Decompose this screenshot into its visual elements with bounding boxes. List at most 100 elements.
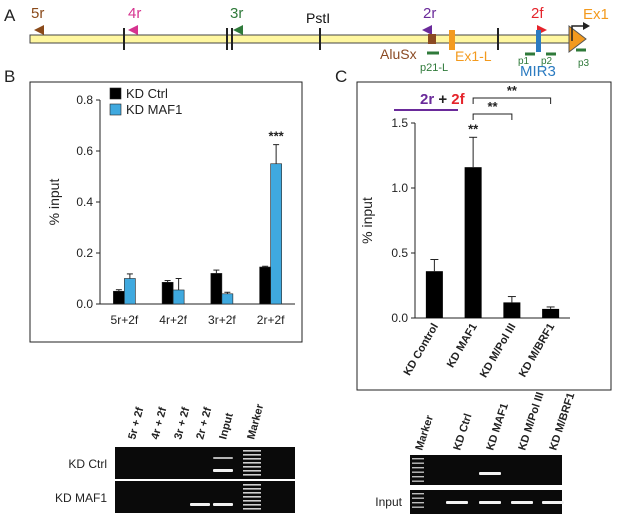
y-tick-label: 0.2 bbox=[76, 246, 93, 260]
mir3-label: MIR3 bbox=[520, 63, 556, 80]
marker-ladder-band bbox=[243, 504, 261, 506]
tss-arrowhead bbox=[583, 22, 590, 30]
primer-2r-arrow bbox=[422, 25, 432, 35]
panel-c-frame bbox=[356, 81, 612, 391]
marker-ladder-band bbox=[412, 502, 424, 504]
legend-swatch bbox=[109, 103, 122, 116]
gel-band bbox=[213, 503, 233, 506]
probe-p2-label: p2 bbox=[541, 56, 553, 67]
gel-b-lane-label: Marker bbox=[245, 402, 266, 441]
marker-ladder-band bbox=[243, 462, 261, 464]
x-tick-label: KD M/Pol III bbox=[478, 322, 519, 380]
gel-b-panel bbox=[115, 481, 295, 513]
marker-ladder-band bbox=[243, 484, 261, 486]
y-tick-label: 0.6 bbox=[76, 144, 93, 158]
y-tick-label: 1.0 bbox=[391, 181, 408, 195]
primer-3r-label: 3r bbox=[230, 5, 243, 22]
genomic-track bbox=[29, 34, 577, 44]
primer-2r-label: 2r bbox=[423, 5, 436, 22]
panel-b-frame bbox=[29, 81, 303, 343]
bar bbox=[464, 167, 482, 318]
gel-band bbox=[213, 457, 233, 459]
significance-label: ** bbox=[487, 99, 498, 114]
significance-label: ** bbox=[468, 121, 479, 136]
marker-ladder-band bbox=[243, 458, 261, 460]
legend-swatch bbox=[109, 87, 122, 100]
gel-band bbox=[479, 472, 501, 475]
gel-b-lane-label: 4r + 2f bbox=[149, 406, 169, 441]
chart-c-title-part: 2f bbox=[451, 91, 465, 108]
panel-label-b: B bbox=[4, 67, 15, 86]
ex1-arrow bbox=[568, 24, 587, 54]
marker-ladder-band bbox=[243, 466, 261, 468]
bar bbox=[124, 278, 136, 305]
gel-c-row-label: Input bbox=[375, 495, 402, 509]
primer-2f-label: 2f bbox=[531, 5, 544, 22]
x-tick-label: KD MAF1 bbox=[445, 322, 480, 370]
y-tick-label: 0.5 bbox=[391, 246, 408, 260]
x-tick-label: 3r+2f bbox=[208, 313, 236, 327]
marker-ladder-band bbox=[243, 508, 261, 510]
marker-ladder-band bbox=[243, 492, 261, 494]
gel-c-lane-label: KD MAF1 bbox=[484, 402, 511, 452]
bar bbox=[161, 282, 174, 305]
gel-band bbox=[511, 501, 533, 504]
marker-ladder-band bbox=[412, 458, 424, 460]
mir3-element bbox=[536, 30, 541, 52]
y-tick-label: 0.0 bbox=[76, 297, 93, 311]
marker-ladder-band bbox=[243, 454, 261, 456]
ex1l-label: Ex1-L bbox=[455, 48, 492, 64]
alusx-element bbox=[428, 34, 436, 44]
significance-bracket bbox=[472, 113, 513, 120]
gel-c-lane-label: Marker bbox=[413, 413, 436, 452]
marker-ladder-band bbox=[412, 506, 424, 508]
significance-label: *** bbox=[269, 129, 285, 144]
y-tick-label: 1.5 bbox=[391, 116, 408, 130]
ex1-label: Ex1 bbox=[583, 6, 609, 23]
pstI-label: PstI bbox=[306, 10, 330, 26]
y-axis-label: % input bbox=[359, 197, 375, 244]
marker-ladder-band bbox=[243, 450, 261, 452]
gel-b-row-label: KD MAF1 bbox=[55, 491, 107, 505]
gel-b-lane-label: 3r + 2f bbox=[172, 406, 192, 441]
probe-p3-label: p3 bbox=[578, 58, 590, 69]
bar bbox=[503, 302, 521, 318]
bar bbox=[210, 273, 223, 305]
y-axis-label: % input bbox=[46, 179, 62, 226]
x-tick-label: KD Control bbox=[402, 322, 441, 378]
panel-label-a: A bbox=[4, 6, 16, 25]
gel-c-lane-label: KD Ctrl bbox=[451, 412, 474, 452]
gel-band bbox=[542, 501, 564, 504]
marker-ladder-band bbox=[412, 480, 424, 482]
chart-c-title: 2r + 2f bbox=[420, 91, 466, 108]
marker-ladder-band bbox=[243, 470, 261, 472]
x-tick-label: 5r+2f bbox=[111, 313, 139, 327]
bar bbox=[425, 271, 443, 318]
gel-b-lane-label: 2r + 2f bbox=[194, 406, 214, 441]
probe-p21l-label: p21-L bbox=[420, 62, 448, 74]
legend-label: KD MAF1 bbox=[126, 102, 182, 117]
gel-b-lane-label: 5r + 2f bbox=[126, 406, 146, 441]
y-tick-label: 0.4 bbox=[76, 195, 93, 209]
x-tick-label: 4r+2f bbox=[159, 313, 187, 327]
marker-ladder-band bbox=[243, 488, 261, 490]
primer-3r-arrow bbox=[233, 25, 243, 35]
marker-ladder-band bbox=[412, 462, 424, 464]
bar bbox=[172, 289, 185, 305]
gel-band bbox=[213, 469, 233, 472]
marker-ladder-band bbox=[243, 496, 261, 498]
legend-label: KD Ctrl bbox=[126, 86, 168, 101]
gel-c-lane-label: KD M/BRF1 bbox=[547, 391, 577, 452]
marker-ladder-band bbox=[412, 497, 424, 499]
gel-c-panel bbox=[410, 455, 562, 485]
gel-b-row-label: KD Ctrl bbox=[68, 457, 107, 471]
alusx-label: AluSx bbox=[380, 46, 417, 62]
gel-b-panel bbox=[115, 447, 295, 479]
gel-band bbox=[446, 501, 468, 504]
chart-c-title-part: 2r bbox=[420, 91, 434, 108]
significance-label: ** bbox=[507, 83, 518, 98]
gel-c-lane-label: KD M/Pol III bbox=[516, 391, 546, 452]
